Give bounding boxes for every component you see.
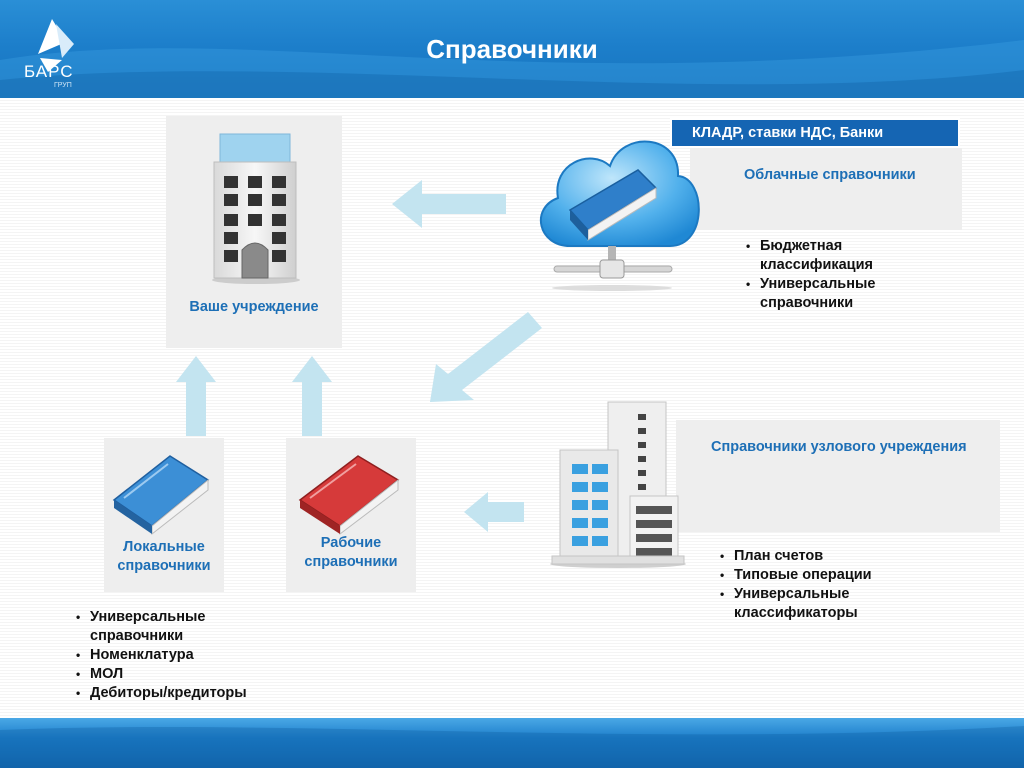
node-panel	[676, 420, 1000, 532]
arrow-left-cloud	[392, 180, 506, 228]
list-item: Универсальные справочники	[74, 608, 294, 646]
list-item: Универсальные классификаторы	[718, 585, 918, 623]
cloud-banner: КЛАДР, ставки НДС, Банки	[670, 118, 960, 148]
cloud-server-icon	[540, 140, 700, 291]
list-item: Бюджетная классификация	[744, 237, 934, 275]
cloud-label: Облачные справочники	[744, 167, 916, 183]
logo-text: БАРС	[24, 62, 74, 81]
list-item: План счетов	[718, 547, 918, 566]
red-book-icon	[298, 455, 400, 536]
footer-wave-decoration	[0, 726, 1024, 768]
logo-subtext: ГРУП	[54, 82, 72, 89]
local-items-list: Универсальные справочники Номенклатура М…	[74, 608, 294, 703]
header-bar: БАРС ГРУП Справочники	[0, 0, 1024, 98]
arrow-left-node	[464, 492, 524, 532]
list-item: МОЛ	[74, 665, 294, 684]
institution-label: Ваше учреждение	[189, 299, 319, 315]
local-label: Локальные справочники	[117, 539, 211, 574]
bars-logo-icon	[38, 19, 74, 72]
list-item: Универсальные справочники	[744, 275, 934, 313]
cloud-items-list: Бюджетная классификация Универсальные сп…	[744, 237, 934, 313]
working-label: Рабочие справочники	[304, 535, 398, 570]
header-wave-decoration	[0, 40, 1024, 98]
footer-bar	[0, 718, 1024, 768]
list-item: Дебиторы/кредиторы	[74, 684, 294, 703]
node-items-list: План счетов Типовые операции Универсальн…	[718, 547, 918, 623]
arrow-up-working	[292, 356, 332, 436]
building-icon	[212, 133, 300, 284]
node-label: Справочники узлового учреждения	[711, 439, 967, 455]
arrow-diagonal	[430, 312, 542, 402]
list-item: Типовые операции	[718, 566, 918, 585]
office-building-icon	[550, 401, 686, 568]
list-item: Номенклатура	[74, 646, 294, 665]
cloud-panel	[690, 148, 962, 230]
blue-book-icon	[112, 455, 210, 536]
arrow-up-local	[176, 356, 216, 436]
page-title: Справочники	[426, 34, 598, 64]
